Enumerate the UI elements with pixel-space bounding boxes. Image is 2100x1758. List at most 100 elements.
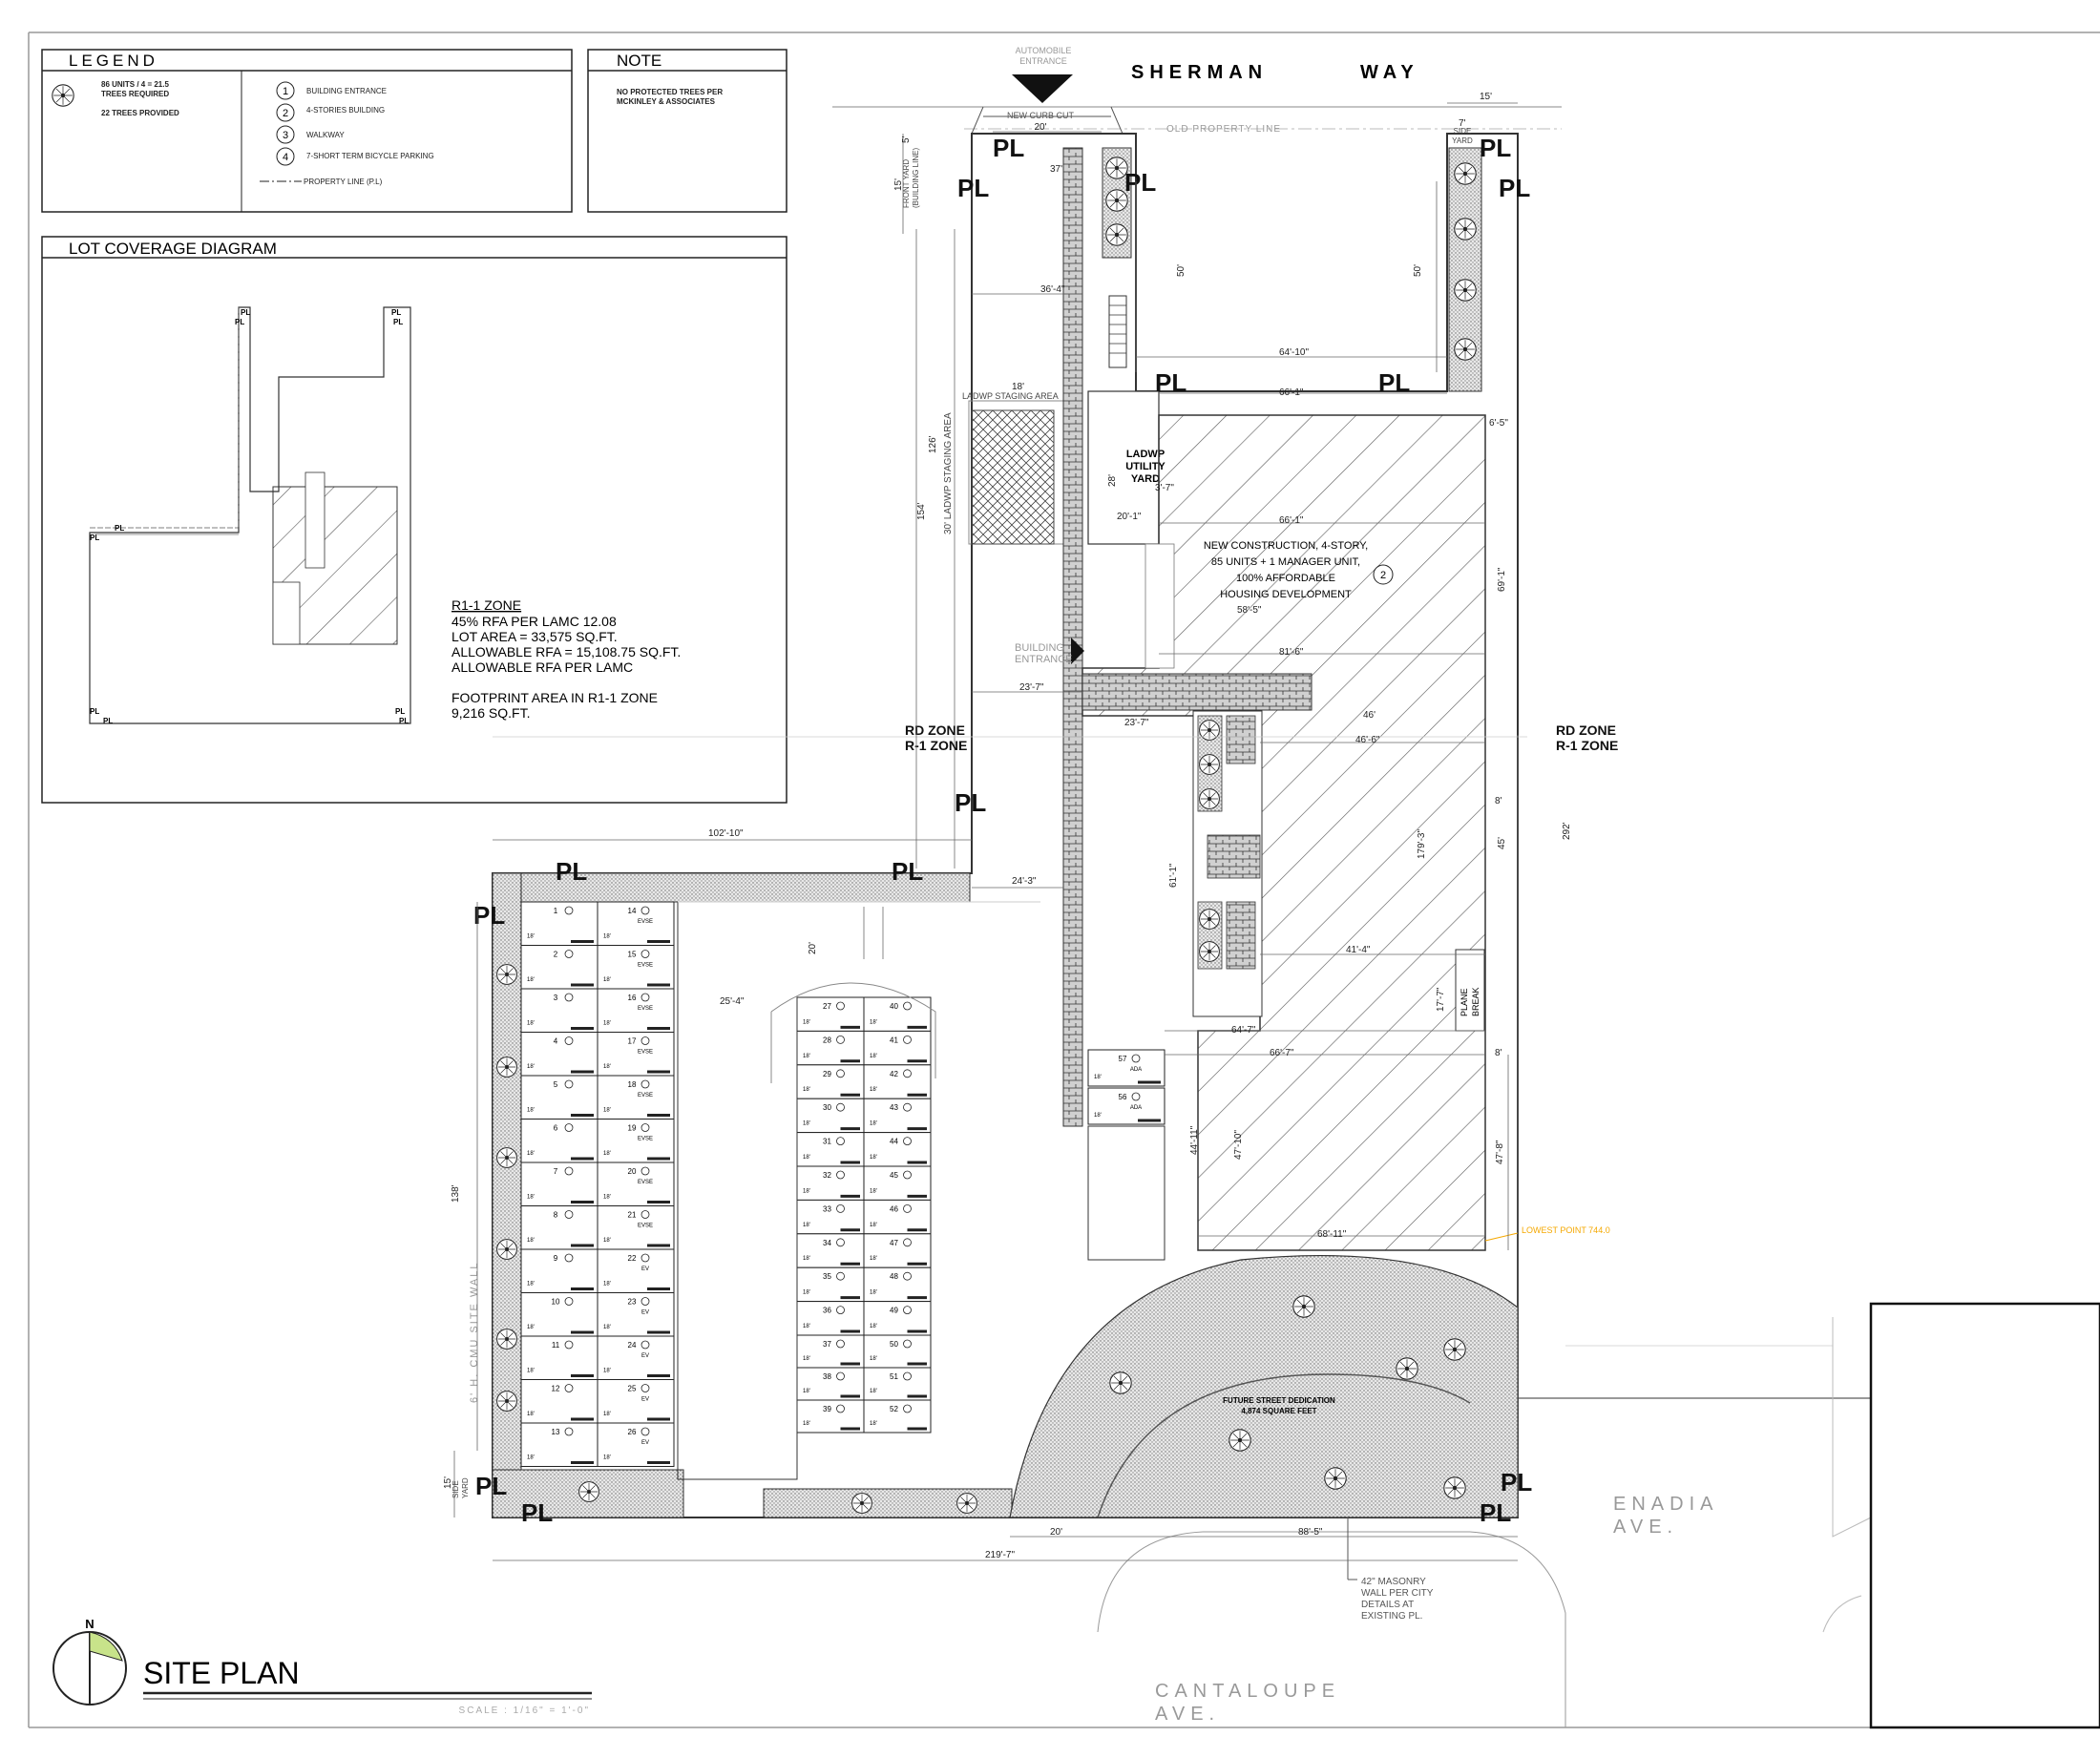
stall-number: 36 [823,1307,831,1315]
plane-break-line-2: BREAK [1471,987,1480,1016]
stall-depth: 18' [870,1290,877,1296]
title-block: N SITE PLAN SCALE : 1/16" = 1'-0" [52,1617,592,1716]
stall-number: 7 [554,1167,558,1176]
stall-tag: ADA [1130,1067,1142,1073]
stall-marker-icon [640,1210,650,1219]
dimension-label: 66'-7" [1270,1048,1294,1058]
building-entrance-line-2: ENTRANCE [1015,654,1073,665]
stall-number: 38 [823,1372,831,1381]
tree-icon [496,1391,517,1412]
stall-marker-icon [903,1137,912,1145]
pl-label: PL [521,1498,553,1527]
dimension-label: 17'-7" [1436,987,1446,1012]
stall-depth: 18' [527,1064,535,1070]
tree-icon [1109,1371,1132,1394]
legend-item-label: 4-STORIES BUILDING [306,106,385,115]
dimension-label: 154' [916,502,927,520]
stall-marker-icon [640,1123,650,1132]
pl-label: PL [1480,1498,1511,1527]
stall-number: 30 [823,1103,831,1112]
stall-marker-icon [903,1069,912,1078]
pl-label: PL [475,1472,507,1500]
footprint-line-1: FOOTPRINT AREA IN R1-1 ZONE [452,690,658,705]
ladwp-staging-area [971,409,1055,545]
stall-marker-icon [836,1204,845,1213]
stall-number: 27 [823,1002,831,1011]
stall-number: 17 [628,1037,637,1046]
parking-stall: 218' [520,945,598,990]
stall-depth: 18' [603,1195,611,1201]
dimension-label: 7' [1459,118,1466,129]
tree-icon [496,1147,517,1168]
stall-marker-icon [564,1297,574,1306]
stall-depth: 18' [870,1087,877,1093]
dimension-label: 102'-10" [708,828,744,839]
tree-icon [496,1329,517,1350]
stall-marker-icon [564,1166,574,1176]
stall-depth: 18' [870,1155,877,1161]
parking-west-row: 118'218'318'418'518'618'718'818'918'1018… [520,901,675,1467]
site-plan: OLD PROPERTY LINE SHERMAN WAY AUTOMOBILE… [443,46,2100,1729]
masonry-line-4: EXISTING PL. [1361,1611,1422,1622]
stall-depth: 18' [527,1369,535,1374]
number-circle-icon [276,103,295,122]
stall-marker-icon [903,1238,912,1247]
number-circle-icon [276,81,295,100]
dimension-label: 46' [1363,710,1376,721]
stall-depth: 18' [870,1188,877,1194]
stall-number: 28 [823,1036,831,1044]
parking-stall: 118' [520,901,598,946]
number-circle-icon [276,125,295,144]
stall-number: 2 [554,951,558,959]
stall-depth: 18' [527,1282,535,1287]
dimension-label: 50' [1176,264,1186,277]
dimension-label: 46'-6" [1355,735,1380,745]
r1-zone-left: R-1 ZONE [905,738,967,753]
legend-item-3: 3 WALKWAY [276,125,345,144]
dimension-label: 138' [451,1184,461,1203]
future-street-dedication [1009,1254,1519,1518]
dimension-label: 20'-1" [1117,512,1142,522]
number-circle-icon [276,147,295,166]
stall-marker-icon [564,1079,574,1089]
stall-tag: EV [641,1440,649,1446]
stall-marker-icon [640,906,650,915]
mini-pl: PL [235,318,244,326]
stall-marker-icon [836,1371,845,1381]
stall-marker-icon [640,1079,650,1089]
adjacent-lot-box [1869,1302,2100,1729]
dimension-label: 18' [1012,382,1024,392]
new-curb-cut-label: NEW CURB CUT [1007,111,1074,120]
stall-marker-icon [903,1204,912,1213]
stall-depth: 18' [527,1412,535,1417]
tree-icon [1443,1338,1466,1361]
stall-depth: 18' [527,1455,535,1461]
side-yard-bottom-line-2: YARD [461,1477,470,1498]
stall-marker-icon [836,1271,845,1281]
stall-depth: 18' [803,1356,810,1362]
bicycle-parking [1108,295,1127,368]
tree-icon [1454,338,1477,361]
stall-marker-icon [640,1427,650,1436]
stall-number: 11 [552,1341,560,1350]
lot-coverage-title: LOT COVERAGE DIAGRAM [69,240,277,258]
stall-depth: 18' [870,1389,877,1394]
stall-depth: 18' [603,977,611,983]
street-name-sherman: SHERMAN [1131,62,1268,83]
plane-break-line-1: PLANE [1460,988,1469,1016]
